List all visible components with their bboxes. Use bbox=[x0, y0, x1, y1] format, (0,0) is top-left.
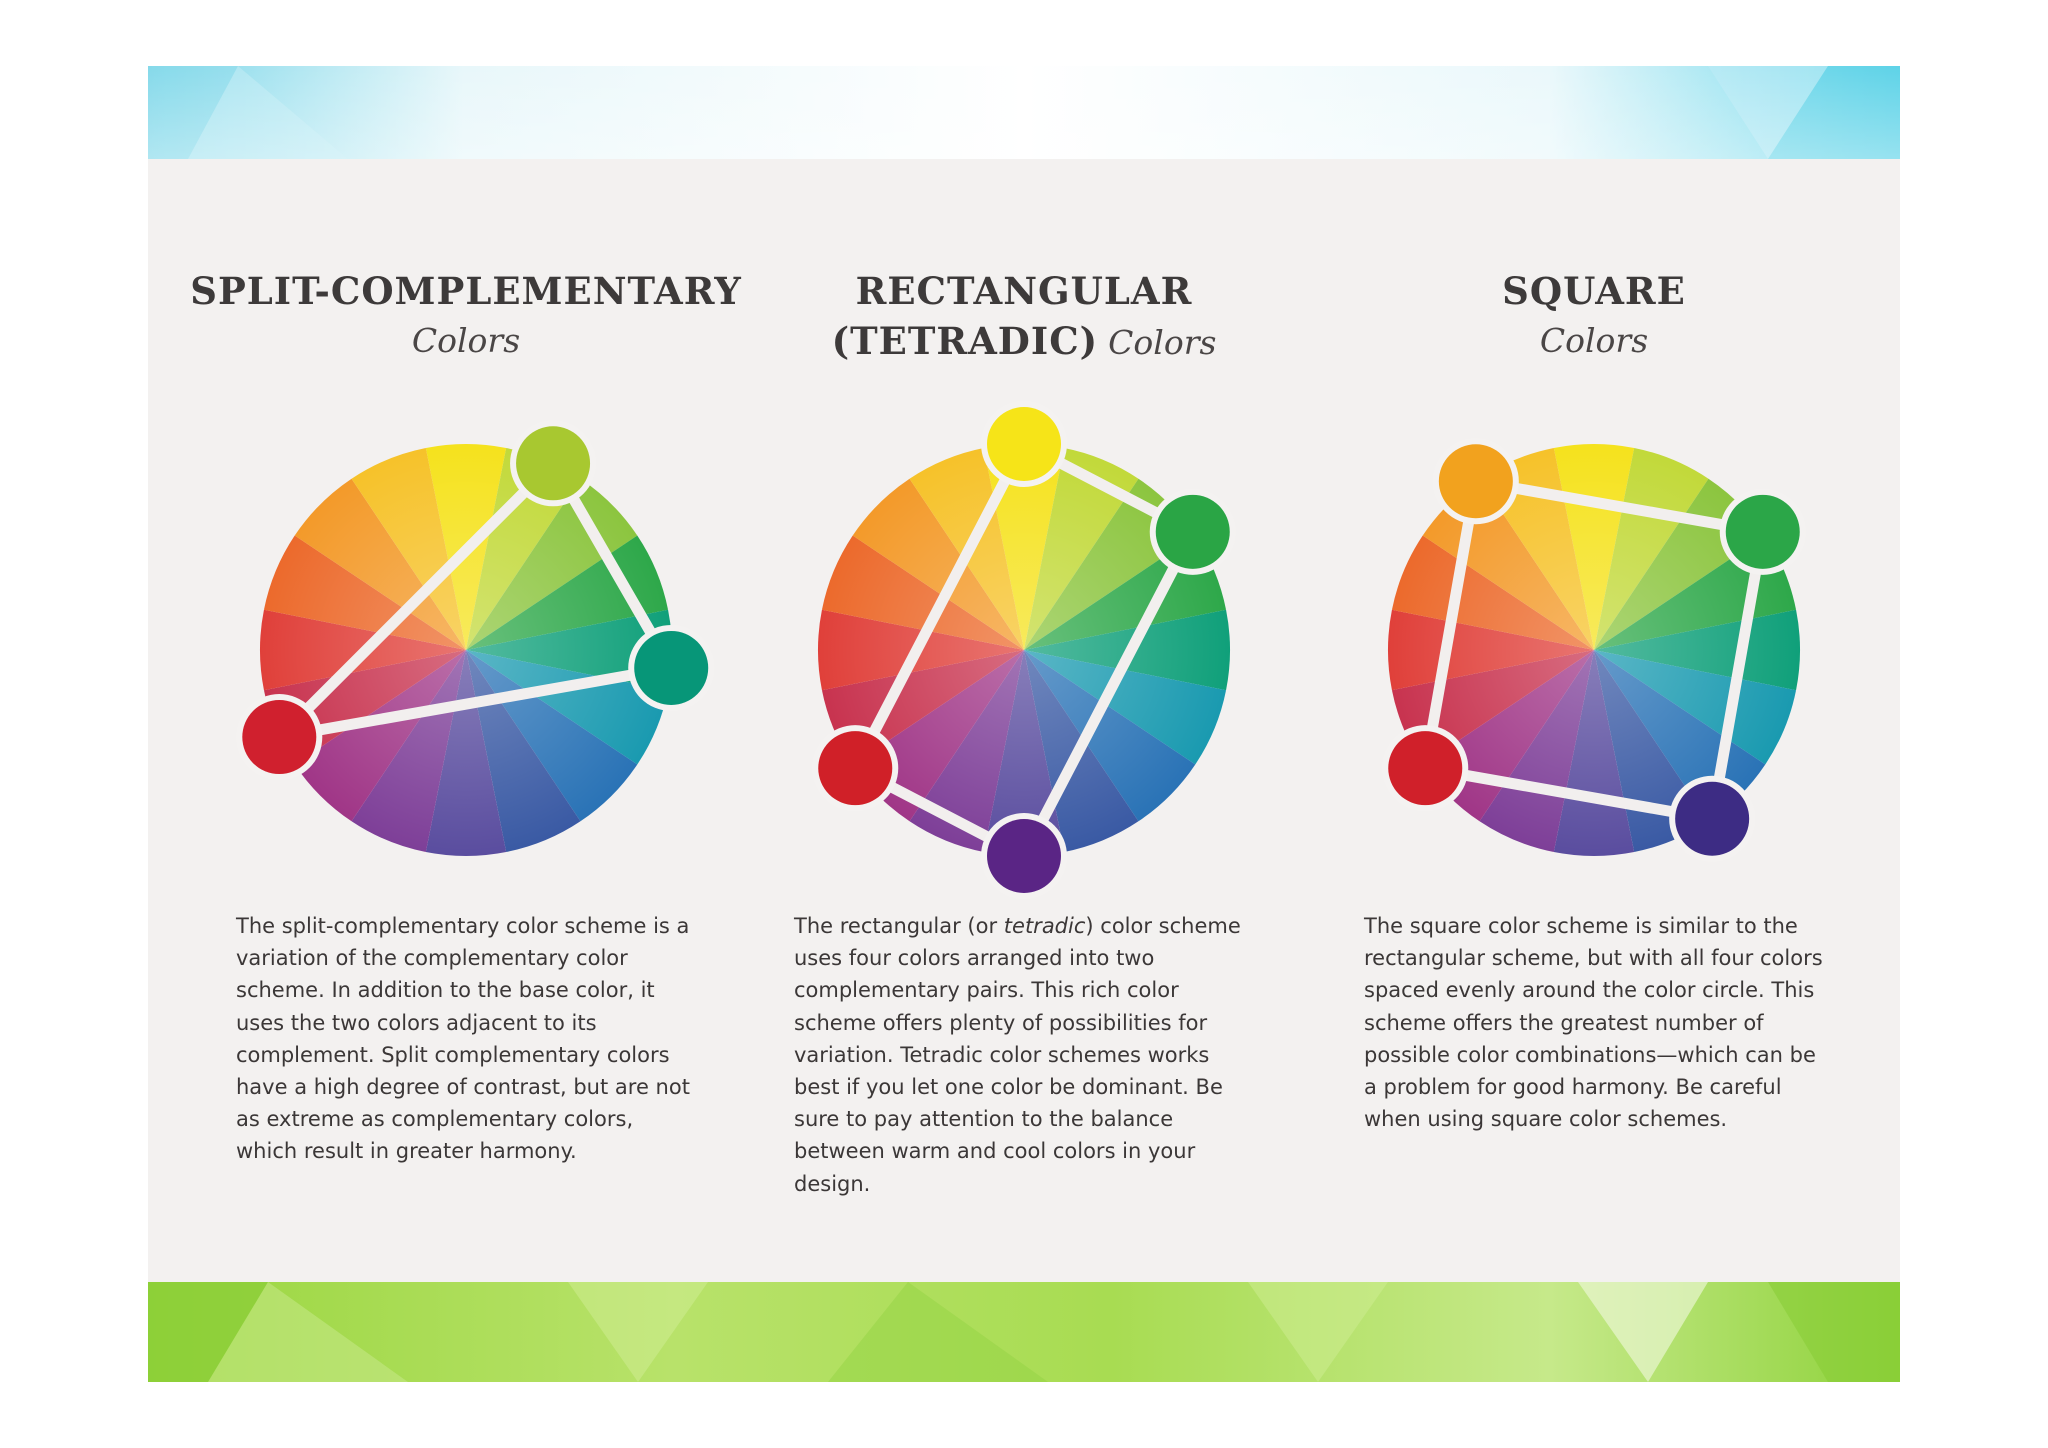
rectangular-color-wheel bbox=[812, 401, 1236, 899]
top-decorative-band bbox=[148, 66, 1900, 159]
description-text: The rectangular (or tetradic) color sche… bbox=[794, 910, 1254, 1200]
description-text: The square color scheme is similar to th… bbox=[1364, 914, 1823, 1132]
section-subtitle: Colors bbox=[1108, 323, 1217, 362]
scheme-connector-lines bbox=[273, 457, 677, 743]
square-section: SQUARE Colors The square color scheme is… bbox=[1314, 66, 1874, 1382]
section-subtitle: Colors bbox=[1539, 321, 1649, 360]
split-complementary-color-wheel bbox=[236, 420, 715, 856]
split-complementary-section: SPLIT-COMPLEMENTARY Colors The split-com… bbox=[186, 66, 746, 1382]
selected-color-dot bbox=[1438, 444, 1513, 519]
selected-color-dot bbox=[634, 630, 709, 705]
description-text-part: The rectangular (or bbox=[794, 914, 1004, 938]
section-description: The split-complementary color scheme is … bbox=[236, 910, 696, 1168]
selected-color-dot bbox=[242, 700, 317, 775]
wheel-highlight bbox=[260, 444, 672, 856]
section-title: SQUARE bbox=[1502, 269, 1686, 313]
bottom-decorative-band bbox=[148, 1282, 1900, 1382]
description-text-part: ) color scheme uses four colors arranged… bbox=[794, 914, 1241, 1196]
section-subtitle: Colors bbox=[411, 321, 521, 360]
section-heading: SPLIT-COMPLEMENTARY Colors bbox=[186, 266, 746, 366]
description-text: The split-complementary color scheme is … bbox=[236, 914, 690, 1164]
section-description: The square color scheme is similar to th… bbox=[1364, 910, 1824, 1135]
selected-color-dot bbox=[1155, 494, 1230, 569]
section-heading: RECTANGULAR (TETRADIC)Colors bbox=[744, 266, 1304, 368]
selected-color-dot bbox=[1675, 781, 1750, 856]
section-title-tetradic: (TETRADIC) bbox=[831, 319, 1099, 363]
section-title-line2: (TETRADIC)Colors bbox=[744, 316, 1304, 368]
section-heading: SQUARE Colors bbox=[1314, 266, 1874, 366]
section-description: The rectangular (or tetradic) color sche… bbox=[794, 910, 1254, 1200]
description-emphasis: tetradic bbox=[1003, 914, 1086, 938]
section-title: SPLIT-COMPLEMENTARY bbox=[190, 269, 742, 313]
selected-color-dot bbox=[987, 819, 1061, 893]
infographic-card: SPLIT-COMPLEMENTARY Colors The split-com… bbox=[148, 66, 1900, 1382]
rectangular-tetradic-section: RECTANGULAR (TETRADIC)Colors The rectang… bbox=[744, 66, 1304, 1382]
selected-color-dot bbox=[1725, 494, 1800, 569]
selected-color-dot bbox=[987, 407, 1061, 481]
wheel-highlight bbox=[818, 444, 1230, 856]
wheel-highlight bbox=[1388, 444, 1800, 856]
square-color-wheel bbox=[1382, 438, 1806, 862]
selected-color-dot bbox=[818, 731, 893, 806]
selected-color-dot bbox=[1388, 731, 1463, 806]
selected-color-dot bbox=[516, 426, 591, 501]
section-title: RECTANGULAR bbox=[855, 269, 1193, 313]
